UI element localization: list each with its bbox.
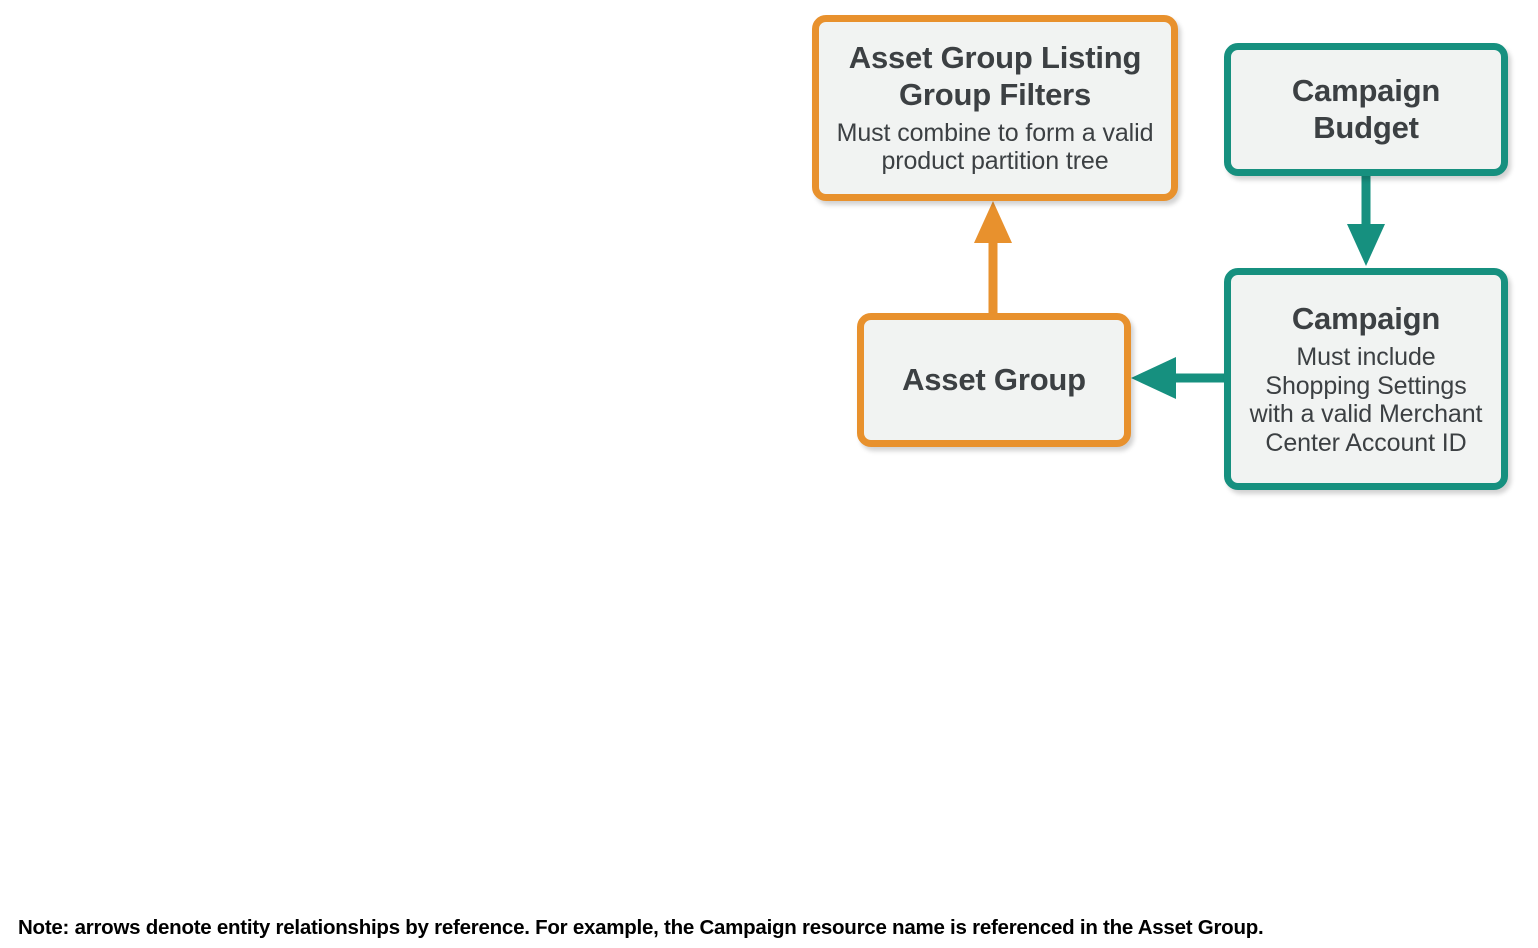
node-subtitle: Must combine to form a valid product par…: [836, 118, 1154, 176]
edge-asset-group-to-listing-group-filters: [974, 201, 1012, 318]
arrowhead-left-teal: [1131, 357, 1176, 399]
node-campaign-budget[interactable]: Campaign Budget: [1224, 43, 1508, 176]
node-subtitle: Must include Shopping Settings with a va…: [1249, 343, 1483, 457]
node-title: Campaign Budget: [1291, 73, 1441, 145]
edge-campaign-budget-to-campaign: [1347, 172, 1385, 266]
edge-campaign-to-asset-group: [1131, 357, 1228, 399]
node-title: Campaign: [1291, 300, 1441, 336]
node-campaign[interactable]: Campaign Must include Shopping Settings …: [1224, 268, 1508, 490]
node-title: Asset Group Listing Group Filters: [848, 40, 1142, 112]
arrowhead-down-teal: [1347, 224, 1385, 266]
diagram-note: Note: arrows denote entity relationships…: [18, 916, 1264, 939]
node-asset-group[interactable]: Asset Group: [857, 313, 1131, 447]
node-title: Asset Group: [902, 361, 1086, 397]
arrowhead-up-orange: [974, 201, 1012, 243]
node-asset-group-listing-group-filters[interactable]: Asset Group Listing Group Filters Must c…: [812, 15, 1178, 201]
